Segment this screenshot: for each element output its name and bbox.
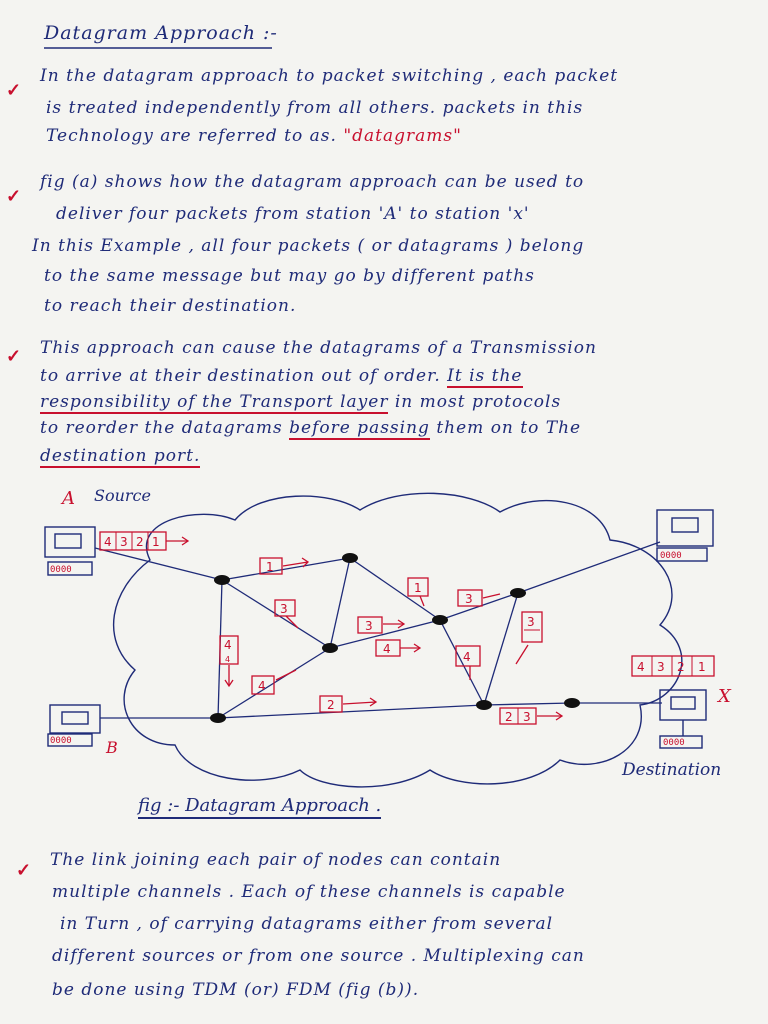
para2-line5: to reach their destination. [44,296,297,316]
router-node [342,553,358,563]
router-node [432,615,448,625]
check-mark-icon: ✓ [6,346,22,367]
router-node [564,698,580,708]
para3-line4-end: them on to The [429,418,582,438]
svg-text:0000: 0000 [660,551,682,561]
router-node [210,713,226,723]
svg-text:2: 2 [505,710,513,724]
svg-text:1: 1 [414,581,422,595]
para2-line2: deliver four packets from station 'A' to… [56,204,530,224]
svg-text:0000: 0000 [50,736,72,746]
svg-text:1: 1 [698,660,706,674]
queue-packet-2: 2 [136,535,144,549]
router-node [476,700,492,710]
svg-text:4: 4 [225,655,230,664]
para3-line2-underlined: It is the [447,366,523,388]
queue-packet-4: 4 [104,535,112,549]
para2-line3: In this Example , all four packets ( or … [32,236,585,256]
svg-text:3: 3 [657,660,665,674]
queue-packet-1: 1 [152,535,160,549]
para4-line1: The link joining each pair of nodes can … [50,850,502,870]
packet-4-c: 4 [375,639,422,657]
svg-text:4: 4 [383,642,391,656]
packet-1-b: 1 [407,577,429,607]
para3-line2: to arrive at their destination out of or… [40,366,523,388]
para4-line4: different sources or from one source . M… [52,946,585,966]
svg-text:1: 1 [266,560,274,574]
para4-line5: be done using TDM (or) FDM (fig (b)). [52,980,420,1000]
para1-line3-text: Technology are referred to as. [46,126,344,146]
para3-line3: responsibility of the Transport layer in… [40,392,562,414]
svg-text:4: 4 [224,638,232,652]
station-x-label: X [718,686,731,707]
source-letter: A [62,488,75,509]
packet-2-3: 2 3 [499,707,564,725]
para3-line5-underlined: destination port. [40,446,201,468]
queue-packet-3: 3 [120,535,128,549]
packet-4-a: 4 4 [219,635,239,688]
para3-line2-text: to arrive at their destination out of or… [40,366,448,386]
source-packet-queue: 4 3 2 1 [99,531,190,551]
svg-text:4: 4 [463,650,471,664]
network-links [94,541,662,719]
para4-line3: in Turn , of carrying datagrams either f… [60,914,554,934]
svg-text:3: 3 [523,710,531,724]
computer-icon-station-a [44,526,96,576]
destination-packet-queue: 4 3 2 1 [631,655,715,677]
para4-line2: multiple channels . Each of these channe… [52,882,566,902]
packet-2: 2 [319,695,378,713]
svg-text:2: 2 [677,660,685,674]
page-title: Datagram Approach :- [44,22,278,44]
packet-1-a: 1 [259,557,310,575]
svg-text:0000: 0000 [663,738,685,748]
para3-line5: destination port. [40,446,201,468]
para2-line4: to the same message but may go by differ… [44,266,535,286]
computer-icon-station-x [659,689,707,749]
station-b-label: B [106,738,118,757]
para3-line3-text: in most protocols [388,392,562,412]
svg-text:3: 3 [527,615,535,629]
packet-3-a: 3 [274,599,299,629]
para3-line4: to reorder the datagrams before passing … [40,418,582,440]
packet-3-b: 3 [357,616,406,634]
para3-line3-underlined: responsibility of the Transport layer [40,392,389,414]
figure-caption: fig :- Datagram Approach . [138,795,382,819]
svg-text:3: 3 [465,592,473,606]
datagrams-term: "datagrams" [343,126,462,146]
para3-line4-underlined: before passing [289,418,430,440]
para1-line1: In the datagram approach to packet switc… [40,66,619,86]
packet-4-b: 4 [251,669,297,695]
port-labels: 0000 0000 0000 0000 [50,551,685,748]
router-node [214,575,230,585]
packet-3-d: 3 [515,611,543,665]
network-nodes [210,553,580,723]
packet-3-c: 3 [457,589,501,607]
para3-line4-text: to reorder the datagrams [40,418,290,438]
svg-text:3: 3 [365,619,373,633]
check-mark-icon: ✓ [6,186,22,207]
router-node [322,643,338,653]
in-transit-packets: 1 3 4 4 4 3 [219,557,564,725]
svg-text:0000: 0000 [50,565,72,575]
computer-icon-station-top-right [656,509,714,562]
para1-line3: Technology are referred to as. "datagram… [46,126,462,146]
check-mark-icon: ✓ [16,860,32,881]
check-mark-icon: ✓ [6,80,22,101]
computer-icons [44,509,714,749]
svg-text:3: 3 [280,602,288,616]
source-label: Source [94,486,151,505]
para1-line2: is treated independently from all others… [46,98,584,118]
computer-icon-station-b [47,704,101,747]
packet-4-d: 4 [455,645,481,680]
destination-label: Destination [622,760,722,780]
svg-text:2: 2 [327,698,335,712]
svg-text:4: 4 [258,679,266,693]
network-cloud [113,492,683,788]
router-node [510,588,526,598]
svg-text:4: 4 [637,660,645,674]
para2-line1: fig (a) shows how the datagram approach … [40,172,585,192]
para3-line1: This approach can cause the datagrams of… [40,338,597,358]
